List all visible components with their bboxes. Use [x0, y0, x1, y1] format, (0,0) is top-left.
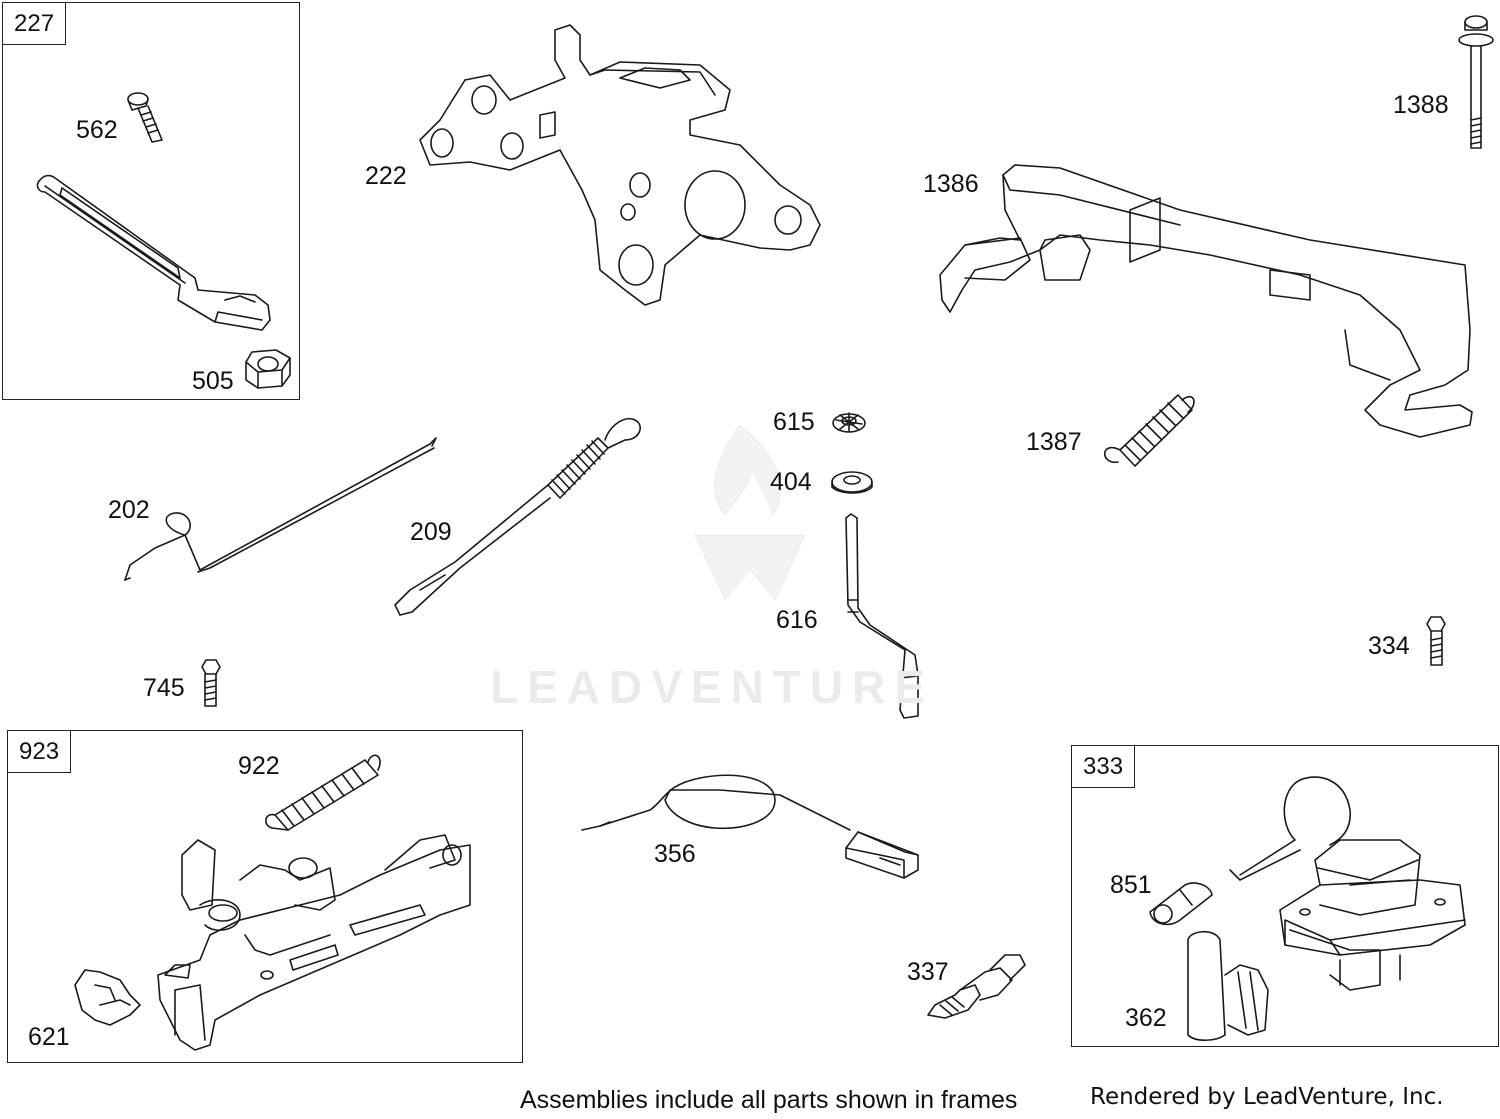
assembly-frame-923: 923: [7, 730, 523, 1063]
part-label-222[interactable]: 222: [365, 162, 407, 190]
spring-209-icon: [394, 418, 641, 616]
part-label-562[interactable]: 562: [76, 116, 118, 144]
nut-505-icon: [245, 349, 291, 389]
lever-227-icon: [36, 174, 271, 331]
part-label-202[interactable]: 202: [108, 496, 150, 524]
assemblies-note: Assemblies include all parts shown in fr…: [520, 1086, 1018, 1114]
link-202-icon: [124, 437, 437, 581]
part-label-505[interactable]: 505: [192, 367, 234, 395]
bolt-745-icon: [201, 659, 221, 707]
spark-plug-337-icon: [927, 954, 1026, 1019]
connector-851-icon: [1149, 882, 1213, 926]
rendered-by-credit: Rendered by LeadVenture, Inc.: [1090, 1084, 1444, 1110]
part-label-362[interactable]: 362: [1125, 1004, 1167, 1032]
frame-tag-923: 923: [8, 731, 72, 773]
part-label-334[interactable]: 334: [1368, 632, 1410, 660]
watermark-logo-icon: [694, 424, 806, 601]
part-label-356[interactable]: 356: [654, 840, 696, 868]
bolt-334-icon: [1426, 616, 1446, 666]
part-label-1388[interactable]: 1388: [1393, 91, 1449, 119]
part-label-922[interactable]: 922: [238, 752, 280, 780]
watermark-text: LEADVENTURE: [490, 661, 935, 713]
ignition-coil-333-icon: [1229, 776, 1466, 991]
washer-404-icon: [831, 471, 873, 494]
part-label-404[interactable]: 404: [770, 468, 812, 496]
wire-356-icon: [581, 774, 919, 879]
bolt-562-icon: [127, 92, 163, 143]
part-label-1387[interactable]: 1387: [1026, 428, 1082, 456]
control-plate-923-icon: [157, 834, 471, 1051]
part-label-615[interactable]: 615: [773, 408, 815, 436]
part-label-745[interactable]: 745: [143, 674, 185, 702]
spark-boot-362-icon: [1187, 930, 1269, 1042]
clip-621-icon: [74, 969, 141, 1026]
part-label-209[interactable]: 209: [410, 518, 452, 546]
frame-tag-227: 227: [3, 3, 67, 45]
part-label-337[interactable]: 337: [907, 958, 949, 986]
spring-1387-icon: [1104, 394, 1195, 467]
frame-tag-333: 333: [1072, 746, 1136, 788]
bolt-1388-icon: [1458, 15, 1494, 149]
governor-lever-1386-icon: [939, 164, 1473, 438]
shaft-616-icon: [845, 513, 919, 719]
washer-615-icon: [832, 412, 866, 433]
assembly-frame-333: 333: [1071, 745, 1499, 1047]
part-label-621[interactable]: 621: [28, 1023, 70, 1051]
spring-922-icon: [265, 754, 381, 831]
part-label-851[interactable]: 851: [1110, 871, 1152, 899]
part-label-1386[interactable]: 1386: [923, 170, 979, 198]
assembly-frame-227: 227: [2, 2, 300, 400]
bracket-222-icon: [419, 24, 821, 306]
part-label-616[interactable]: 616: [776, 606, 818, 634]
